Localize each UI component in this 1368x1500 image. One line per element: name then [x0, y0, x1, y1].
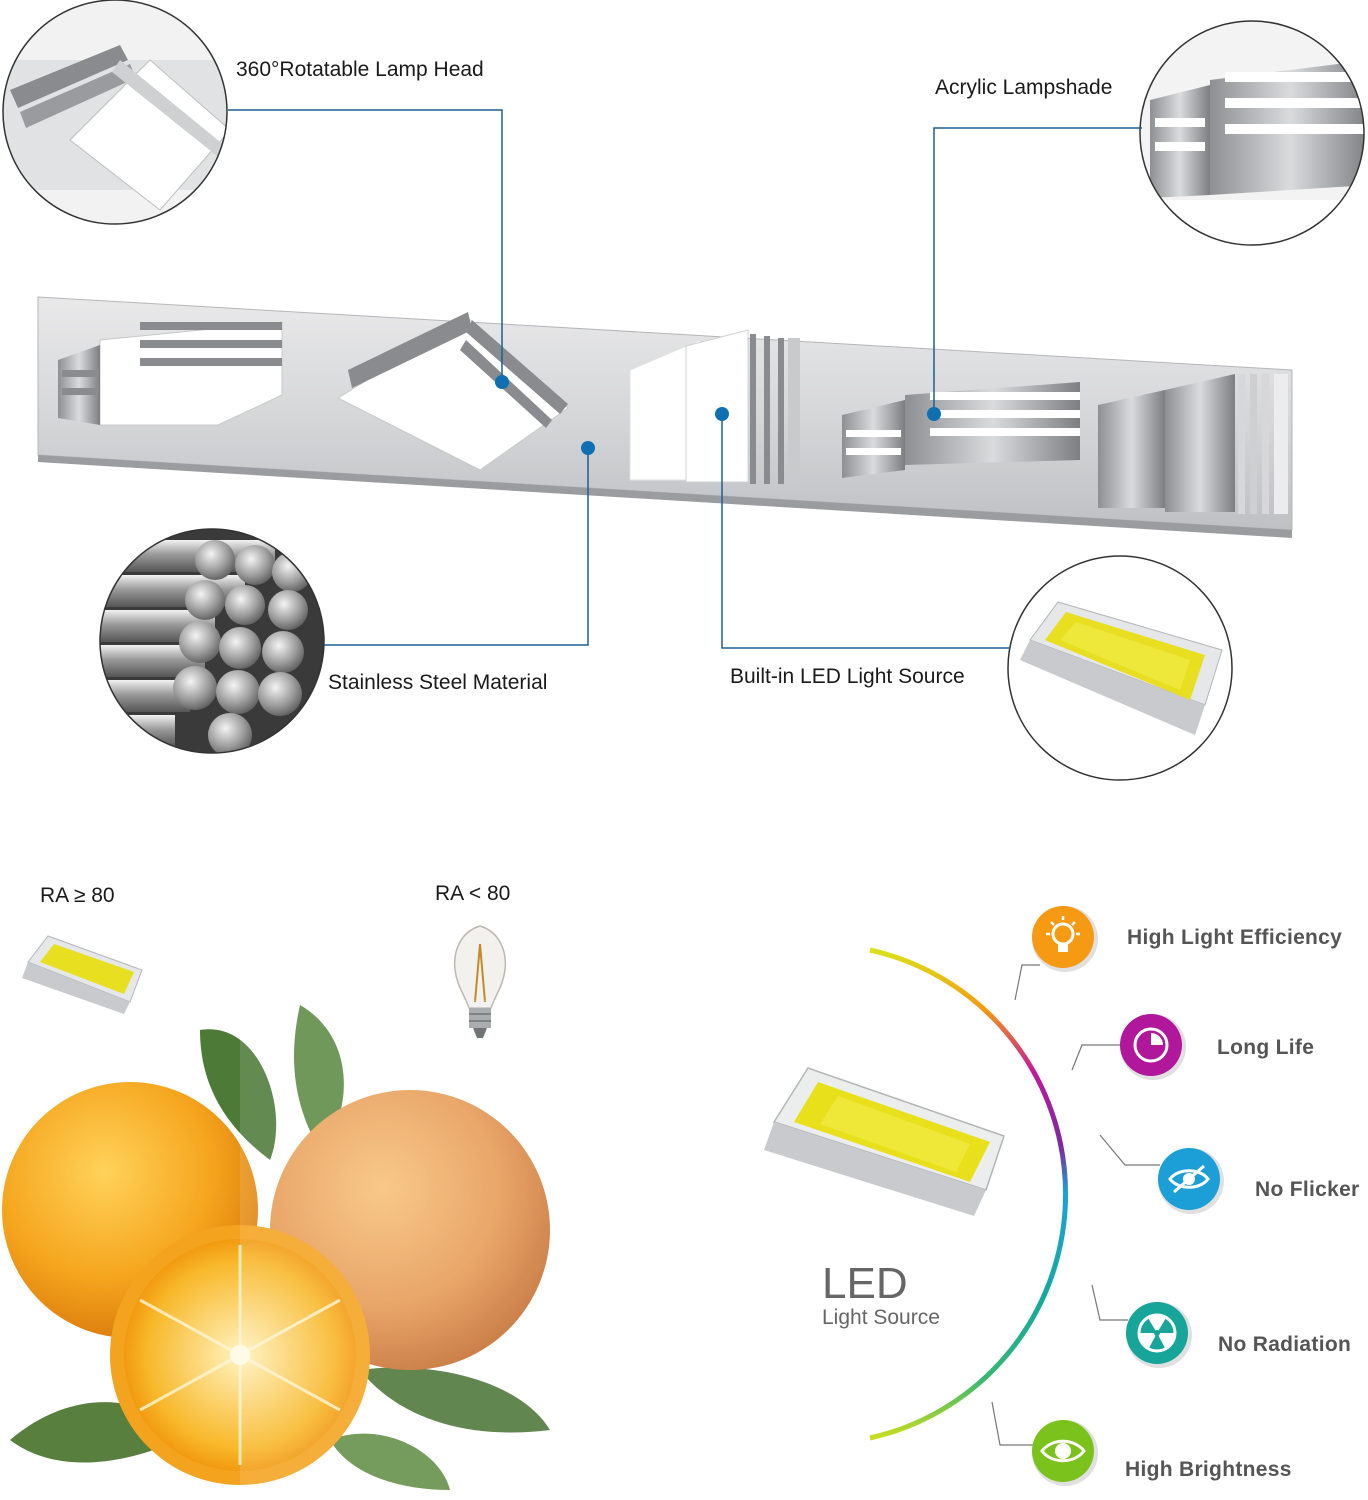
callout-steel: Stainless Steel Material — [328, 671, 548, 694]
detail-circle-lampshade — [1139, 20, 1365, 246]
led-subtitle: Light Source — [822, 1306, 940, 1329]
lightbulb-icon — [1032, 906, 1098, 972]
detail-circle-led-chip — [1007, 555, 1233, 781]
callout-led-source: Built-in LED Light Source — [730, 665, 965, 688]
product-diagram — [2, 0, 1365, 781]
led-title: LED — [822, 1259, 908, 1308]
eye-icon — [1032, 1420, 1098, 1486]
filament-bulb-icon — [453, 925, 507, 1038]
callout-dots — [495, 375, 941, 455]
lamp-head-4 — [842, 382, 1080, 478]
callout-lines — [228, 109, 1142, 649]
label-ra-low: RA < 80 — [435, 882, 511, 905]
callout-lampshade: Acrylic Lampshade — [935, 76, 1113, 99]
radiation-icon — [1126, 1302, 1192, 1368]
lamp-head-1 — [58, 321, 283, 426]
led-chip-large-icon — [764, 1067, 1005, 1216]
feature-long-life: Long Life — [1217, 1036, 1315, 1059]
features-arc — [869, 947, 1160, 1446]
callout-rotatable-head: 360°Rotatable Lamp Head — [236, 58, 484, 81]
eye-slash-icon — [1158, 1148, 1224, 1214]
clock-icon — [1120, 1014, 1186, 1080]
label-ra-high: RA ≥ 80 — [40, 884, 115, 907]
feature-no-flicker: No Flicker — [1255, 1178, 1360, 1201]
feature-high-light-efficiency: High Light Efficiency — [1127, 926, 1343, 949]
led-chip-small-icon — [22, 935, 143, 1014]
oranges-comparison-image — [2, 1000, 560, 1500]
detail-circle-steel — [99, 528, 325, 754]
detail-circle-rotatable-head — [2, 0, 228, 225]
feature-no-radiation: No Radiation — [1218, 1333, 1352, 1356]
lamp-head-5 — [1098, 374, 1288, 514]
lamp-head-3 — [629, 329, 800, 484]
feature-high-brightness: High Brightness — [1125, 1458, 1292, 1481]
